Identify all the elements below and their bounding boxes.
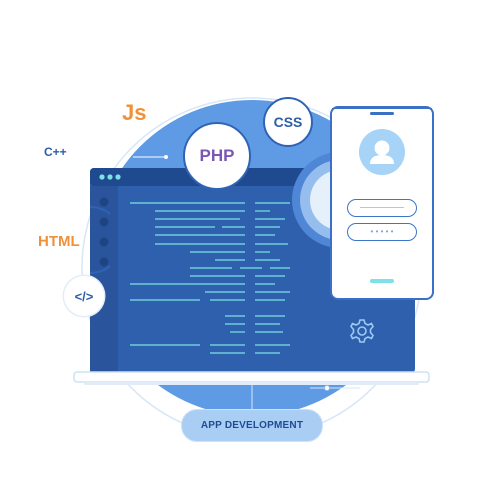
- js-label: Js: [122, 100, 147, 125]
- phone-speaker: [370, 112, 394, 115]
- window-dot: [99, 174, 105, 180]
- css-badge: CSS: [263, 97, 313, 147]
- html-badge-ring: [89, 206, 110, 274]
- php-badge: PHP: [183, 122, 251, 190]
- cpp-label: C++: [44, 145, 67, 159]
- code-badge: </>: [64, 276, 104, 316]
- sidebar-dot: [99, 217, 109, 227]
- html-label: HTML: [38, 233, 80, 250]
- sidebar-dot: [99, 237, 109, 247]
- username-field[interactable]: [347, 199, 417, 217]
- sidebar-dot: [99, 257, 109, 267]
- css-label: CSS: [273, 114, 303, 130]
- password-mask: • • • • •: [370, 227, 394, 236]
- connector-dot: [324, 385, 330, 391]
- gear-icon: [350, 319, 374, 343]
- laptop-base-shadow: [84, 382, 419, 385]
- php-label: PHP: [199, 146, 235, 165]
- phone-mockup: • • • • •: [330, 106, 434, 300]
- username-field-line: [360, 207, 404, 209]
- window-dot: [115, 174, 121, 180]
- window-dot: [107, 174, 113, 180]
- password-field[interactable]: • • • • •: [347, 223, 417, 241]
- sidebar-dot: [99, 197, 109, 207]
- user-avatar-icon: [359, 129, 405, 175]
- code-brackets-icon: </>: [74, 288, 94, 304]
- app-development-button[interactable]: APP DEVELOPMENT: [181, 409, 323, 442]
- code-lines: [130, 202, 290, 354]
- phone-login-button[interactable]: [370, 279, 394, 283]
- connector-dot: [164, 155, 168, 159]
- phone-top-bar: [332, 108, 432, 109]
